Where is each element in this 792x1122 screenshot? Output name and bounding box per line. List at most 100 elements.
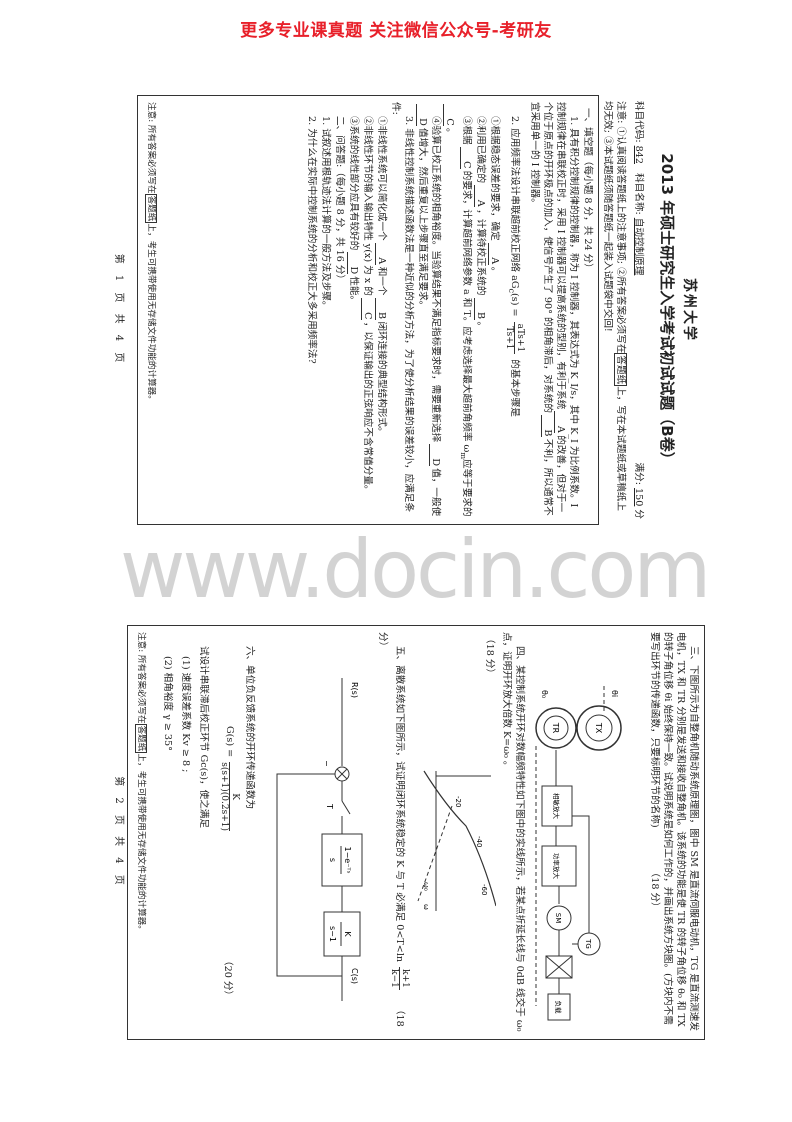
text-segment: 闭环连接的典型结构形式。 <box>376 321 388 437</box>
step-4: ④验算已校正系统的相角裕度。当验算结果不满足指标要求时，需要重新选择D值，一般使… <box>416 102 442 518</box>
tf-lhs: G(s) = <box>224 726 235 758</box>
omega0-label: ω₀ <box>422 882 430 891</box>
text-segment: 。 <box>475 321 486 332</box>
text-segment: ②非线性环节的输入输出特性 y(x) 为 x 的 <box>362 116 374 296</box>
text-segment: 和一个 <box>376 266 388 296</box>
question-1-3: 3. 非线性控制系统描述函数法是一种近似的分析方法，为了使分析结果的误差较小，应… <box>390 102 415 512</box>
fraction-numerator: aTs+1 <box>514 321 525 355</box>
tx-label: TX <box>594 722 603 734</box>
answer-blank: D <box>416 104 429 126</box>
power-amp-label: 功率放大 <box>552 853 561 880</box>
fraction-numerator: K <box>229 762 240 831</box>
q2-text: 2. 应用频率法设计串联超前校正网络 aG <box>509 116 520 289</box>
zoh-numerator: 1−e⁻ᵀˢ <box>343 847 352 874</box>
question-6-score: （20 分） <box>222 956 233 1001</box>
phase-amp-block <box>541 785 573 827</box>
fraction-denominator: s(s+1)(0.2s+1) <box>219 762 229 831</box>
requirement-2: (2) 相角裕度 γ ≥ 35° <box>162 656 173 751</box>
q2-text-3: 的基本步骤是 <box>509 359 520 417</box>
requirement-1: (1) 速度误差系数 Kv ≥ 8 ; <box>180 656 191 773</box>
text-segment: ④验算已校正系统的相角裕度。当验算结果不满足指标要求时，需要重新选择 <box>430 116 442 443</box>
tx-synchro-icon <box>576 705 622 751</box>
theta-o-label: θ₀ <box>540 690 549 698</box>
question-box: 一、填空题（每小题 8 分，共 24 分） 1. 具有积分控制规律的控制器，称为… <box>137 95 599 525</box>
condition-1: ①非线性系统可以简化成一个A和一个B闭环连接的典型结构形式。 <box>375 102 388 518</box>
subject-name: 自动控制原理 <box>633 217 644 276</box>
phase-amp-label: 相敏放大 <box>552 793 561 820</box>
plant-numerator: K <box>343 931 352 937</box>
text-segment: 的要求，计算超前网络参数 a 和 T。应考虑选择最大超前角频率 ω <box>461 170 472 453</box>
discrete-system-diagram: R(s) − T 1−e⁻ᵀˢ s K s−1 C(s) <box>276 678 363 1001</box>
servo-system-diagram: TX TR θi θ₀ 相敏放大 功率放大 SM TG 负载 <box>535 686 622 1021</box>
text-segment: 应等于要求的 <box>461 459 472 517</box>
question-4-score: （18 分） <box>484 634 495 679</box>
question-4: 四、某控制系统开环对数幅频特性如下图中的实线所示，若某点折延长线与 0dB 线交… <box>501 632 525 1032</box>
exam-title: 2013 年硕士研究生入学考试初试试题（B卷） <box>658 153 676 467</box>
tg-label: TG <box>584 938 592 949</box>
footer-notice: 注意: 所有答案必须写在答题纸上，考生可携带使用无存储文件功能的计算器。 <box>134 632 147 1033</box>
text-segment: 。 <box>489 266 500 277</box>
fraction-denominator: Ts+1 <box>504 326 514 350</box>
tr-synchro-icon <box>535 707 577 749</box>
notice: 注意: ①认真阅读答题纸上的注意事项; ②所有答案必须写在答题纸上，写在本试题纸… <box>601 101 627 519</box>
fraction-numerator: k+1 <box>399 967 410 990</box>
subscript: m <box>459 452 468 459</box>
answer-blank: C <box>460 146 472 169</box>
question-6: 六、单位负反馈系统的开环传递函数为 <box>244 646 255 810</box>
text-segment: ①非线性系统可以简化成一个 <box>376 116 388 241</box>
school-name: 苏州大学 <box>681 278 697 342</box>
score-label: 满分: <box>633 462 644 485</box>
condition-2: ②非线性环节的输入输出特性 y(x) 为 x 的C，以保证输出的正弦响应不含常值… <box>361 102 374 518</box>
step-3: ③根据C的要求，计算超前网络参数 a 和 T。应考虑选择最大超前角频率 ωm应等… <box>443 102 473 518</box>
sampling-period-label: T <box>325 803 334 809</box>
text-segment: ①根据稳态误差的要求，确定 <box>489 116 500 241</box>
answer-blank: C <box>443 104 456 126</box>
text-segment: ②利用已确定的 <box>475 116 486 184</box>
theta-i-label: θi <box>610 690 619 697</box>
question-5: 五、离散系统如下图所示，试证明闭环系统稳定的 K 与 T 必满足 0<T<ln … <box>376 632 410 1033</box>
question-2-2: 2. 为什么在实际中控制系统的分析和校正大多采用频率法? <box>306 116 318 364</box>
step-1: ①根据稳态误差的要求，确定A。 <box>488 102 501 518</box>
text-segment: ，计算待校正系统的 <box>475 209 486 296</box>
text-segment: 性能。 <box>348 276 360 306</box>
feedback-path <box>276 773 342 977</box>
question-box: 三、下图所示为自整角机随动系统原理图，图中 SM 是直流伺服电动机，TG 是直流… <box>127 625 705 1040</box>
answer-blank: A <box>474 185 486 208</box>
section-2-title: 二、问答题:（每小题 8 分，共 16 分） <box>334 116 346 285</box>
answer-blank: D <box>429 444 442 467</box>
answer-blank: C <box>361 297 374 320</box>
section-1-title: 一、填空题（每小题 8 分，共 24 分） <box>582 108 593 273</box>
promo-banner: 更多专业课真题 关注微信公众号-考研友 <box>240 21 552 41</box>
question-3: 三、下图所示为自整角机随动系统原理图，图中 SM 是直流伺服电动机，TG 是直流… <box>648 632 700 1033</box>
question-5-text: 五、离散系统如下图所示，试证明闭环系统稳定的 K 与 T 必满足 0<T<ln <box>394 646 405 963</box>
full-score: 150 <box>633 488 644 507</box>
text-segment: 注意: 所有答案必须写在 <box>136 632 146 724</box>
question-3-score: （18 分） <box>649 867 660 912</box>
output-label: C(s) <box>350 968 359 984</box>
page-number: 第 2 页 共 4 页 <box>113 776 124 889</box>
score-unit: 分 <box>633 509 644 519</box>
text-segment: 注意: 所有答案必须写在 <box>146 102 156 194</box>
input-label: R(s) <box>350 682 359 698</box>
answer-blank: A <box>488 242 500 265</box>
q2-text-2: (s) = <box>509 293 520 317</box>
answer-blank: B <box>375 297 388 320</box>
question-1-1: 1. 具有积分控制规律的控制器，称为 I 控制器，其表达式为 K_I/s，其中 … <box>528 102 580 518</box>
text-segment: ③系统的线性部分应具有较好的 <box>348 116 360 251</box>
subject-code: 842 <box>633 145 644 164</box>
text-segment: 上，考生可携带使用无存储文件功能的计算器。 <box>146 223 156 404</box>
answer-blank: B <box>474 297 486 320</box>
footer-notice: 注意: 所有答案必须写在答题纸上，考生可携带使用无存储文件功能的计算器。 <box>144 102 157 518</box>
load-block <box>547 993 571 1021</box>
subject-info: 科目代码: 842 科目名称: 自动控制原理 满分: 150 分 <box>632 101 645 519</box>
answer-blank: A <box>554 411 566 434</box>
question-3-text: 三、下图所示为自整角机随动系统原理图，图中 SM 是直流伺服电动机，TG 是直流… <box>649 632 699 1031</box>
answer-sheet-label: 答题纸 <box>145 193 157 224</box>
answer-blank: B <box>541 414 553 437</box>
code-label: 科目代码: <box>633 101 644 143</box>
minus-sign: − <box>322 760 331 767</box>
